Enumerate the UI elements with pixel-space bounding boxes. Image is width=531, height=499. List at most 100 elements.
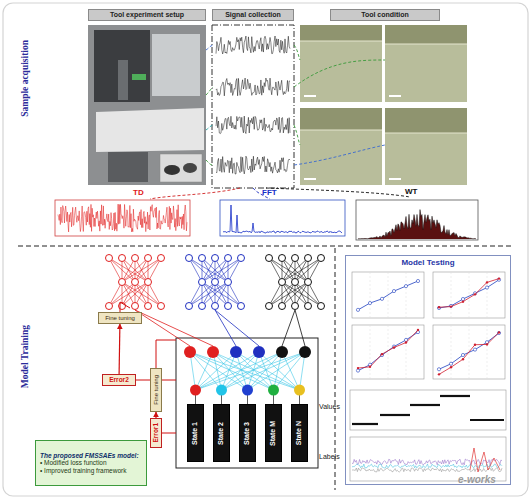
state-box: State N [291,404,308,462]
softmax-link [196,352,214,390]
network-link [189,282,228,306]
neuron [186,303,193,310]
grid-line [487,272,488,318]
softmax-link [274,352,306,390]
actual-marker [368,301,371,304]
dashed-link [266,188,410,197]
predicted-marker [393,346,395,348]
machine-photo [88,25,206,185]
actual-marker [404,285,407,288]
softmax-link [222,352,306,390]
network-link [228,258,241,282]
section-title: Model Training [20,325,30,388]
fft-spectrum [223,205,342,233]
fine-tuning-box: Fine tuning [150,368,162,412]
state-box: State 2 [213,404,230,462]
actual-marker [461,297,464,300]
actual-marker [461,353,464,356]
softmax-link [222,352,260,390]
feature-neuron [276,346,288,358]
tool-edge-line [300,41,382,42]
signal-trace [216,116,290,134]
node-text: Tool condition [361,11,409,19]
dashed-link [294,145,385,165]
neuron [238,255,245,262]
fine-tuning-box: Fine tuning [98,312,142,324]
node-text: State 2 [217,422,225,445]
node-text: State M [269,421,277,446]
grid-line [406,325,407,379]
label-trace [352,459,502,465]
fft-frame [220,200,345,236]
network-link [148,282,161,306]
test-plot [352,272,424,318]
network-link [202,282,241,306]
network-link [215,310,236,346]
neuron [266,255,273,262]
grid-line [451,325,452,379]
network-link [282,258,295,282]
tool-photo [385,25,467,102]
feature-neuron [253,346,265,358]
section-header: Tool experiment setup [88,9,206,21]
network-link [189,282,202,306]
network-link [228,282,241,306]
grid-line [370,272,371,318]
section-title: Sample acquisition [20,40,30,117]
neuron [132,279,139,286]
label-spike [470,448,500,472]
network-link [122,258,161,282]
network-link [295,310,305,346]
neuron [318,255,325,262]
neuron [292,279,299,286]
neuron [266,303,273,310]
tool-edge [385,108,467,133]
network-link [148,258,161,282]
network-link [269,258,282,282]
node-text: Model Testing [401,258,454,267]
predicted-marker [450,366,452,368]
tool-edge-line [385,133,467,134]
softmax-link [190,352,274,390]
network-link [282,282,321,306]
machine-body [94,30,150,102]
output-neuron [242,385,253,396]
section-header: Signal collection [212,9,294,21]
signal-label: FFT [262,189,277,198]
neuron [305,303,312,310]
node-text: Fine tuning [153,375,160,405]
test-plot [352,325,424,379]
predicted-line [439,332,499,374]
predicted-marker [450,305,452,307]
neuron [145,279,152,286]
predicted-marker [486,281,488,283]
predicted-marker [381,353,383,355]
network-link [215,282,228,306]
neuron [199,303,206,310]
feature-neuron [207,346,219,358]
feature-neuron [299,346,311,358]
section-divider [18,246,514,247]
node-text: Fine tuning [105,315,135,322]
neuron [305,279,312,286]
tool-part [164,165,180,175]
inset-photo [160,154,202,182]
error-wire [162,433,176,434]
classifier-frame [176,338,318,468]
axis-label: Labels [319,453,340,461]
values-strip [350,390,506,430]
grid-line [451,272,452,318]
actual-line [358,332,418,371]
predicted-marker [498,331,500,333]
softmax-link [259,352,274,390]
value-segment [470,419,504,421]
predicted-marker [438,306,440,308]
actual-line [439,280,499,308]
actual-marker [416,279,419,282]
tool-edge [385,25,467,44]
error-box: Error1 [150,418,162,448]
network-link [109,258,122,282]
neuron [225,303,232,310]
neuron [279,279,286,286]
